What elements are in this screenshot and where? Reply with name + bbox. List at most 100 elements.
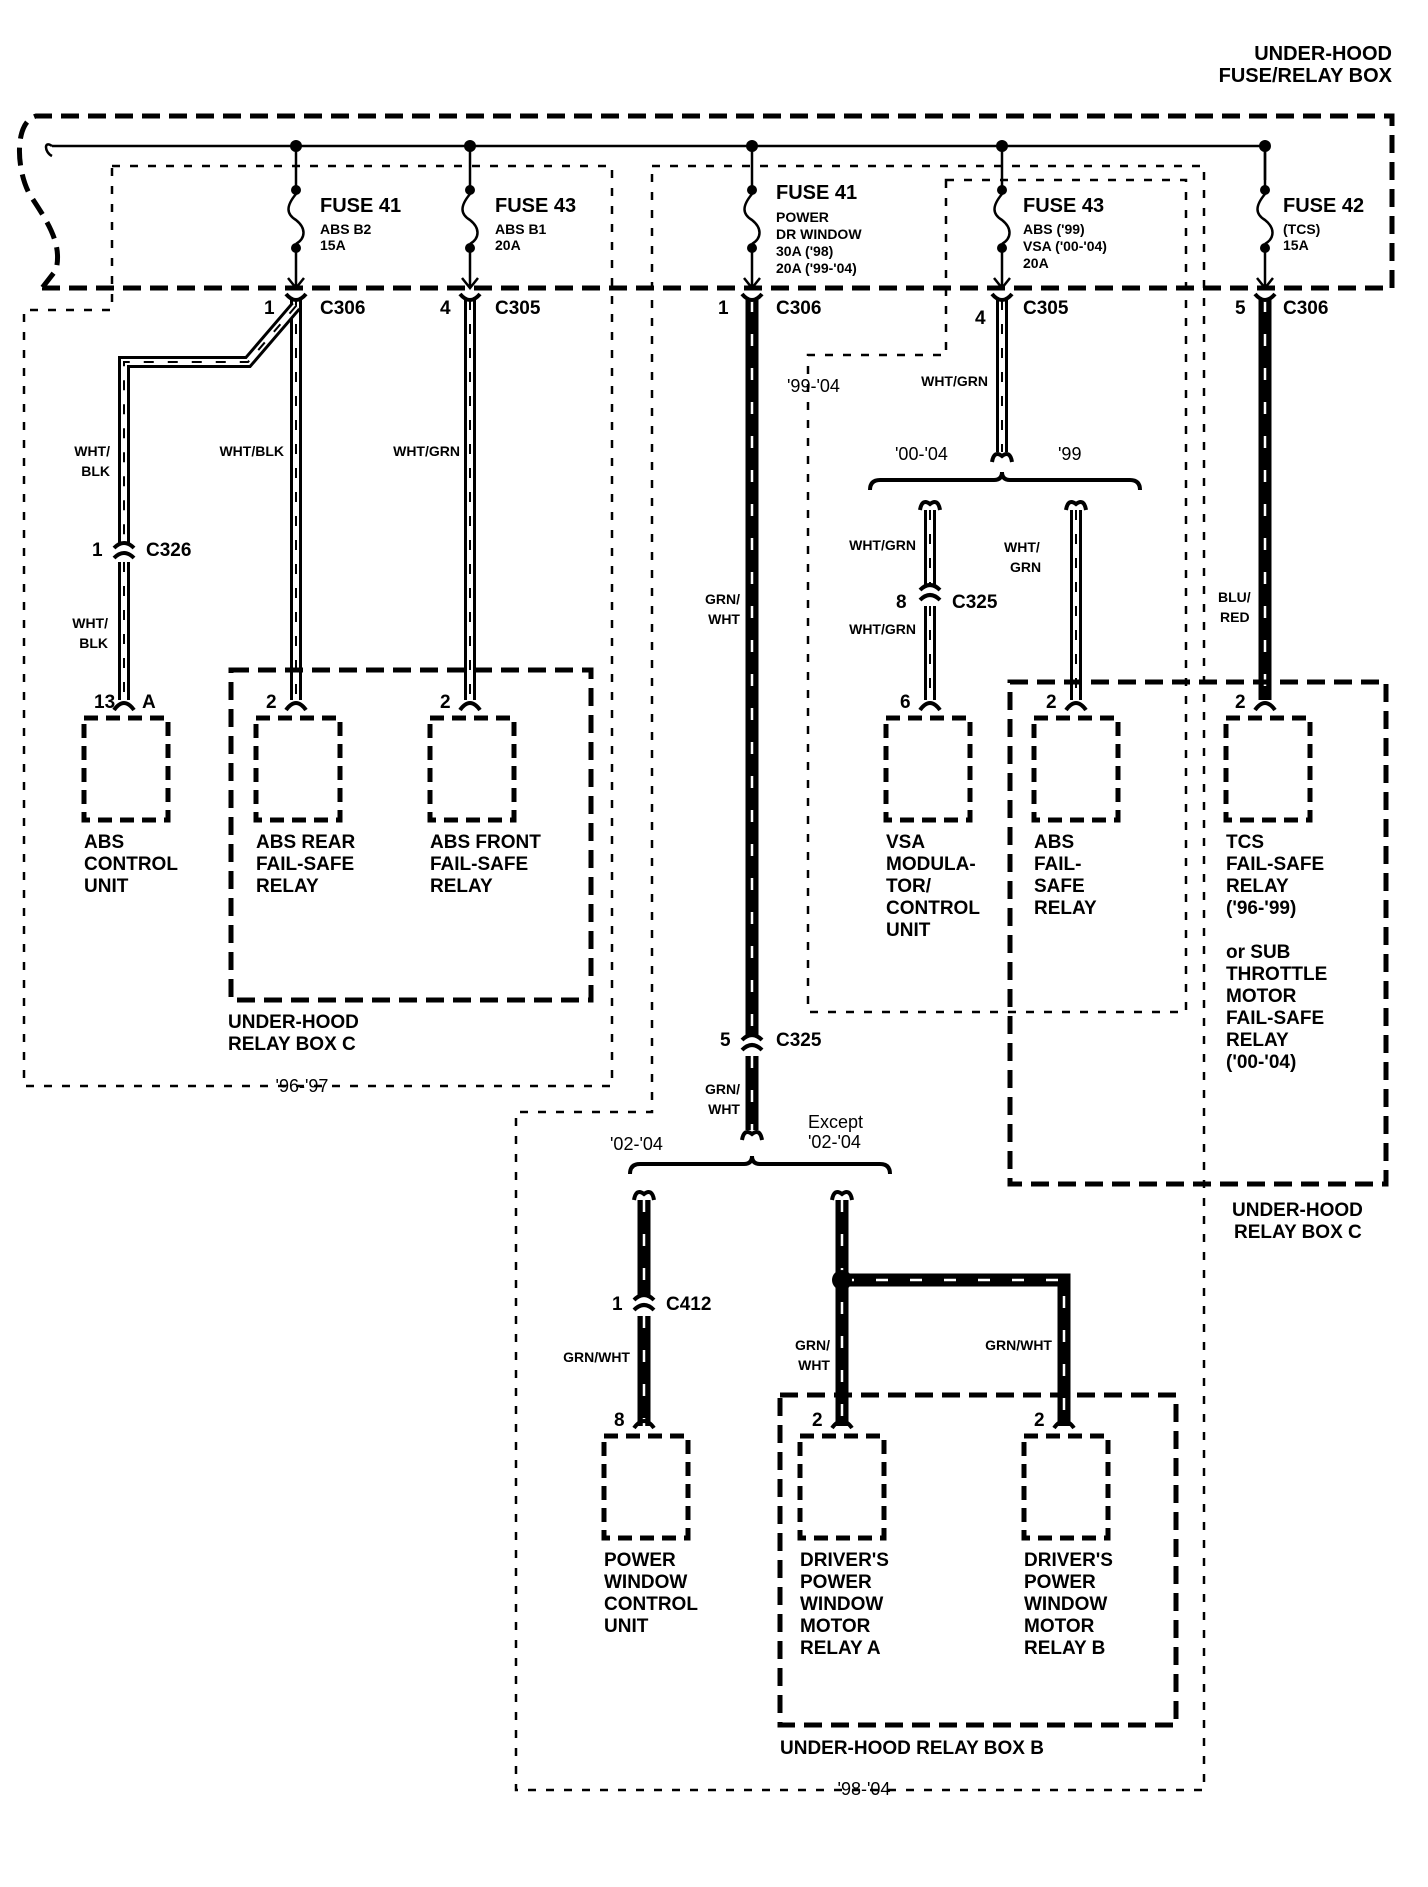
wire-vsa-upper: WHT/GRN [849,537,916,553]
year-box-99-04 [806,178,1188,1014]
wire-abs-ctrl-lower-2: BLK [79,635,108,651]
fuse-42-tcs-line1: (TCS) [1283,221,1320,237]
drivers-power-window-motor-relay-a-connector [830,1419,854,1430]
c326-pin: 1 [92,540,103,561]
splice-junction-dot [832,1270,852,1290]
fuse-41-pw-line2: DR WINDOW [776,226,862,242]
wire-relay-b [842,1273,1071,1426]
fuse-terminal [1260,185,1270,195]
branch-label-00-04: '00-'04 [895,444,948,464]
power-window-control-unit-connector [632,1419,656,1430]
wire-pw-main-upper-1: GRN/ [705,591,740,607]
vsa-modulator-control-unit [883,715,973,823]
abs-control-unit-pin-label: A [142,692,156,713]
abs-control-unit-label: UNIT [84,876,129,897]
drivers-power-window-motor-relay-a-label: DRIVER'S [800,1550,889,1571]
fuse-42-tcs-line2: 15A [1283,237,1309,253]
abs-front-fail-safe-relay-label: FAIL-SAFE [430,854,528,875]
fuse-terminal [747,185,757,195]
abs-rear-fail-safe-relay [253,715,343,823]
drivers-power-window-motor-relay-a-label: WINDOW [800,1594,883,1615]
tcs-fail-safe-relay-label: ('00-'04) [1226,1052,1296,1073]
wire-pw-main-lower-1: GRN/ [705,1081,740,1097]
tcs-fail-safe-relay-label: ('96-'99) [1226,898,1296,919]
drivers-power-window-motor-relay-b-label: POWER [1024,1572,1096,1593]
vsa-modulator-control-unit-pin-label: 6 [900,692,911,713]
abs-fail-safe-relay-pin-label: 2 [1046,692,1057,713]
connector-c325-b-mate [740,1043,764,1052]
abs-rear-fail-safe-relay-label: FAIL-SAFE [256,854,354,875]
drivers-power-window-motor-relay-a-pin-label: 2 [812,1410,823,1431]
wire-relay-a-1: GRN/ [795,1337,830,1353]
fuse-43-abs-name: FUSE 43 [495,195,576,217]
fuse-41-pw-line1: POWER [776,209,829,225]
c412-id: C412 [666,1294,711,1315]
power-bus [52,144,1267,180]
wire-abs-ctrl-upper-2: BLK [81,463,110,479]
fuse-output-arrow [993,252,1011,291]
abs-rear-fail-safe-relay-label: RELAY [256,876,319,897]
abs-front-fail-safe-relay-pin-label: 2 [440,692,451,713]
bus-break-icon [44,143,53,158]
branch-label-99: '99 [1058,444,1081,464]
connector-c306-b [740,292,764,302]
vsa-modulator-control-unit-label: UNIT [886,920,931,941]
branch-hook-02-04 [632,1190,656,1201]
power-window-control-unit-label: POWER [604,1550,676,1571]
abs-fail-safe-relay-label: RELAY [1034,898,1097,919]
connector-c325-a [918,583,942,592]
power-window-control-unit [601,1433,691,1541]
c325-a-pin: 8 [896,592,907,613]
wire-pw-main-upper-2: WHT [708,611,740,627]
c306-b-pin: 1 [718,298,729,319]
fuse-43-abs-line2: 20A [495,237,521,253]
connector-c412 [632,1293,656,1302]
wire-vsa-lower: WHT/GRN [849,621,916,637]
relay-box-c-left-line2: RELAY BOX C [228,1034,356,1055]
wire-abs-ctrl-upper-1: WHT/ [74,443,110,459]
fuse-terminal [747,243,757,253]
vsa-modulator-control-unit-label: VSA [886,832,925,853]
tcs-fail-safe-relay-label: TCS [1226,832,1264,853]
connector-c306-c [1253,292,1277,302]
branch-hook-99 [1064,500,1088,511]
abs-control-unit-label: ABS [84,832,124,853]
fuse-output-arrow [461,252,479,291]
abs-fail-safe-relay-connector [1064,701,1088,712]
abs-control-unit [81,715,171,823]
drivers-power-window-motor-relay-b-label: DRIVER'S [1024,1550,1113,1571]
relay-box-b-label: UNDER-HOOD RELAY BOX B [780,1738,1044,1759]
fuse-abs-b2-icon [287,193,305,246]
power-window-control-unit-label: UNIT [604,1616,649,1637]
branch-hook-vsa [990,452,1014,463]
c306-c-pin: 5 [1235,298,1246,319]
drivers-power-window-motor-relay-b-connector [1052,1419,1076,1430]
abs-control-unit-pin-label: 13 [94,692,115,713]
c305-a-pin: 4 [440,298,451,319]
tcs-fail-safe-relay-label: RELAY [1226,876,1289,897]
fuse-output-arrow [1256,252,1274,291]
branch-label-except-2: '02-'04 [808,1132,861,1152]
c412-pin: 1 [612,1294,623,1315]
drivers-power-window-motor-relay-a-label: MOTOR [800,1616,871,1637]
wire-vsa-feed: WHT/GRN [921,373,988,389]
abs-fail-safe-relay-label: ABS [1034,832,1074,853]
fuse-terminal [997,243,1007,253]
branch-label-02-04: '02-'04 [610,1134,663,1154]
power-window-control-unit-pin-label: 8 [614,1410,625,1431]
fuse-43-vsa-line2: VSA ('00-'04) [1023,238,1107,254]
abs-rear-fail-safe-relay-pin-label: 2 [266,692,277,713]
drivers-power-window-motor-relay-b-label: MOTOR [1024,1616,1095,1637]
branch-label-except-1: Except [808,1112,863,1132]
c305-a-id: C305 [495,298,541,319]
fuse-43-vsa-line1: ABS ('99) [1023,221,1085,237]
fuse-43-vsa-name: FUSE 43 [1023,195,1104,217]
fuse-terminal [465,243,475,253]
abs-fail-safe-relay-label: SAFE [1034,876,1085,897]
fuse-box-title-line1: UNDER-HOOD [1254,43,1392,65]
fuse-41-abs-line2: 15A [320,237,346,253]
tcs-fail-safe-relay-label: MOTOR [1226,986,1297,1007]
abs-front-fail-safe-relay-connector [458,701,482,712]
tcs-fail-safe-relay-label: FAIL-SAFE [1226,1008,1324,1029]
